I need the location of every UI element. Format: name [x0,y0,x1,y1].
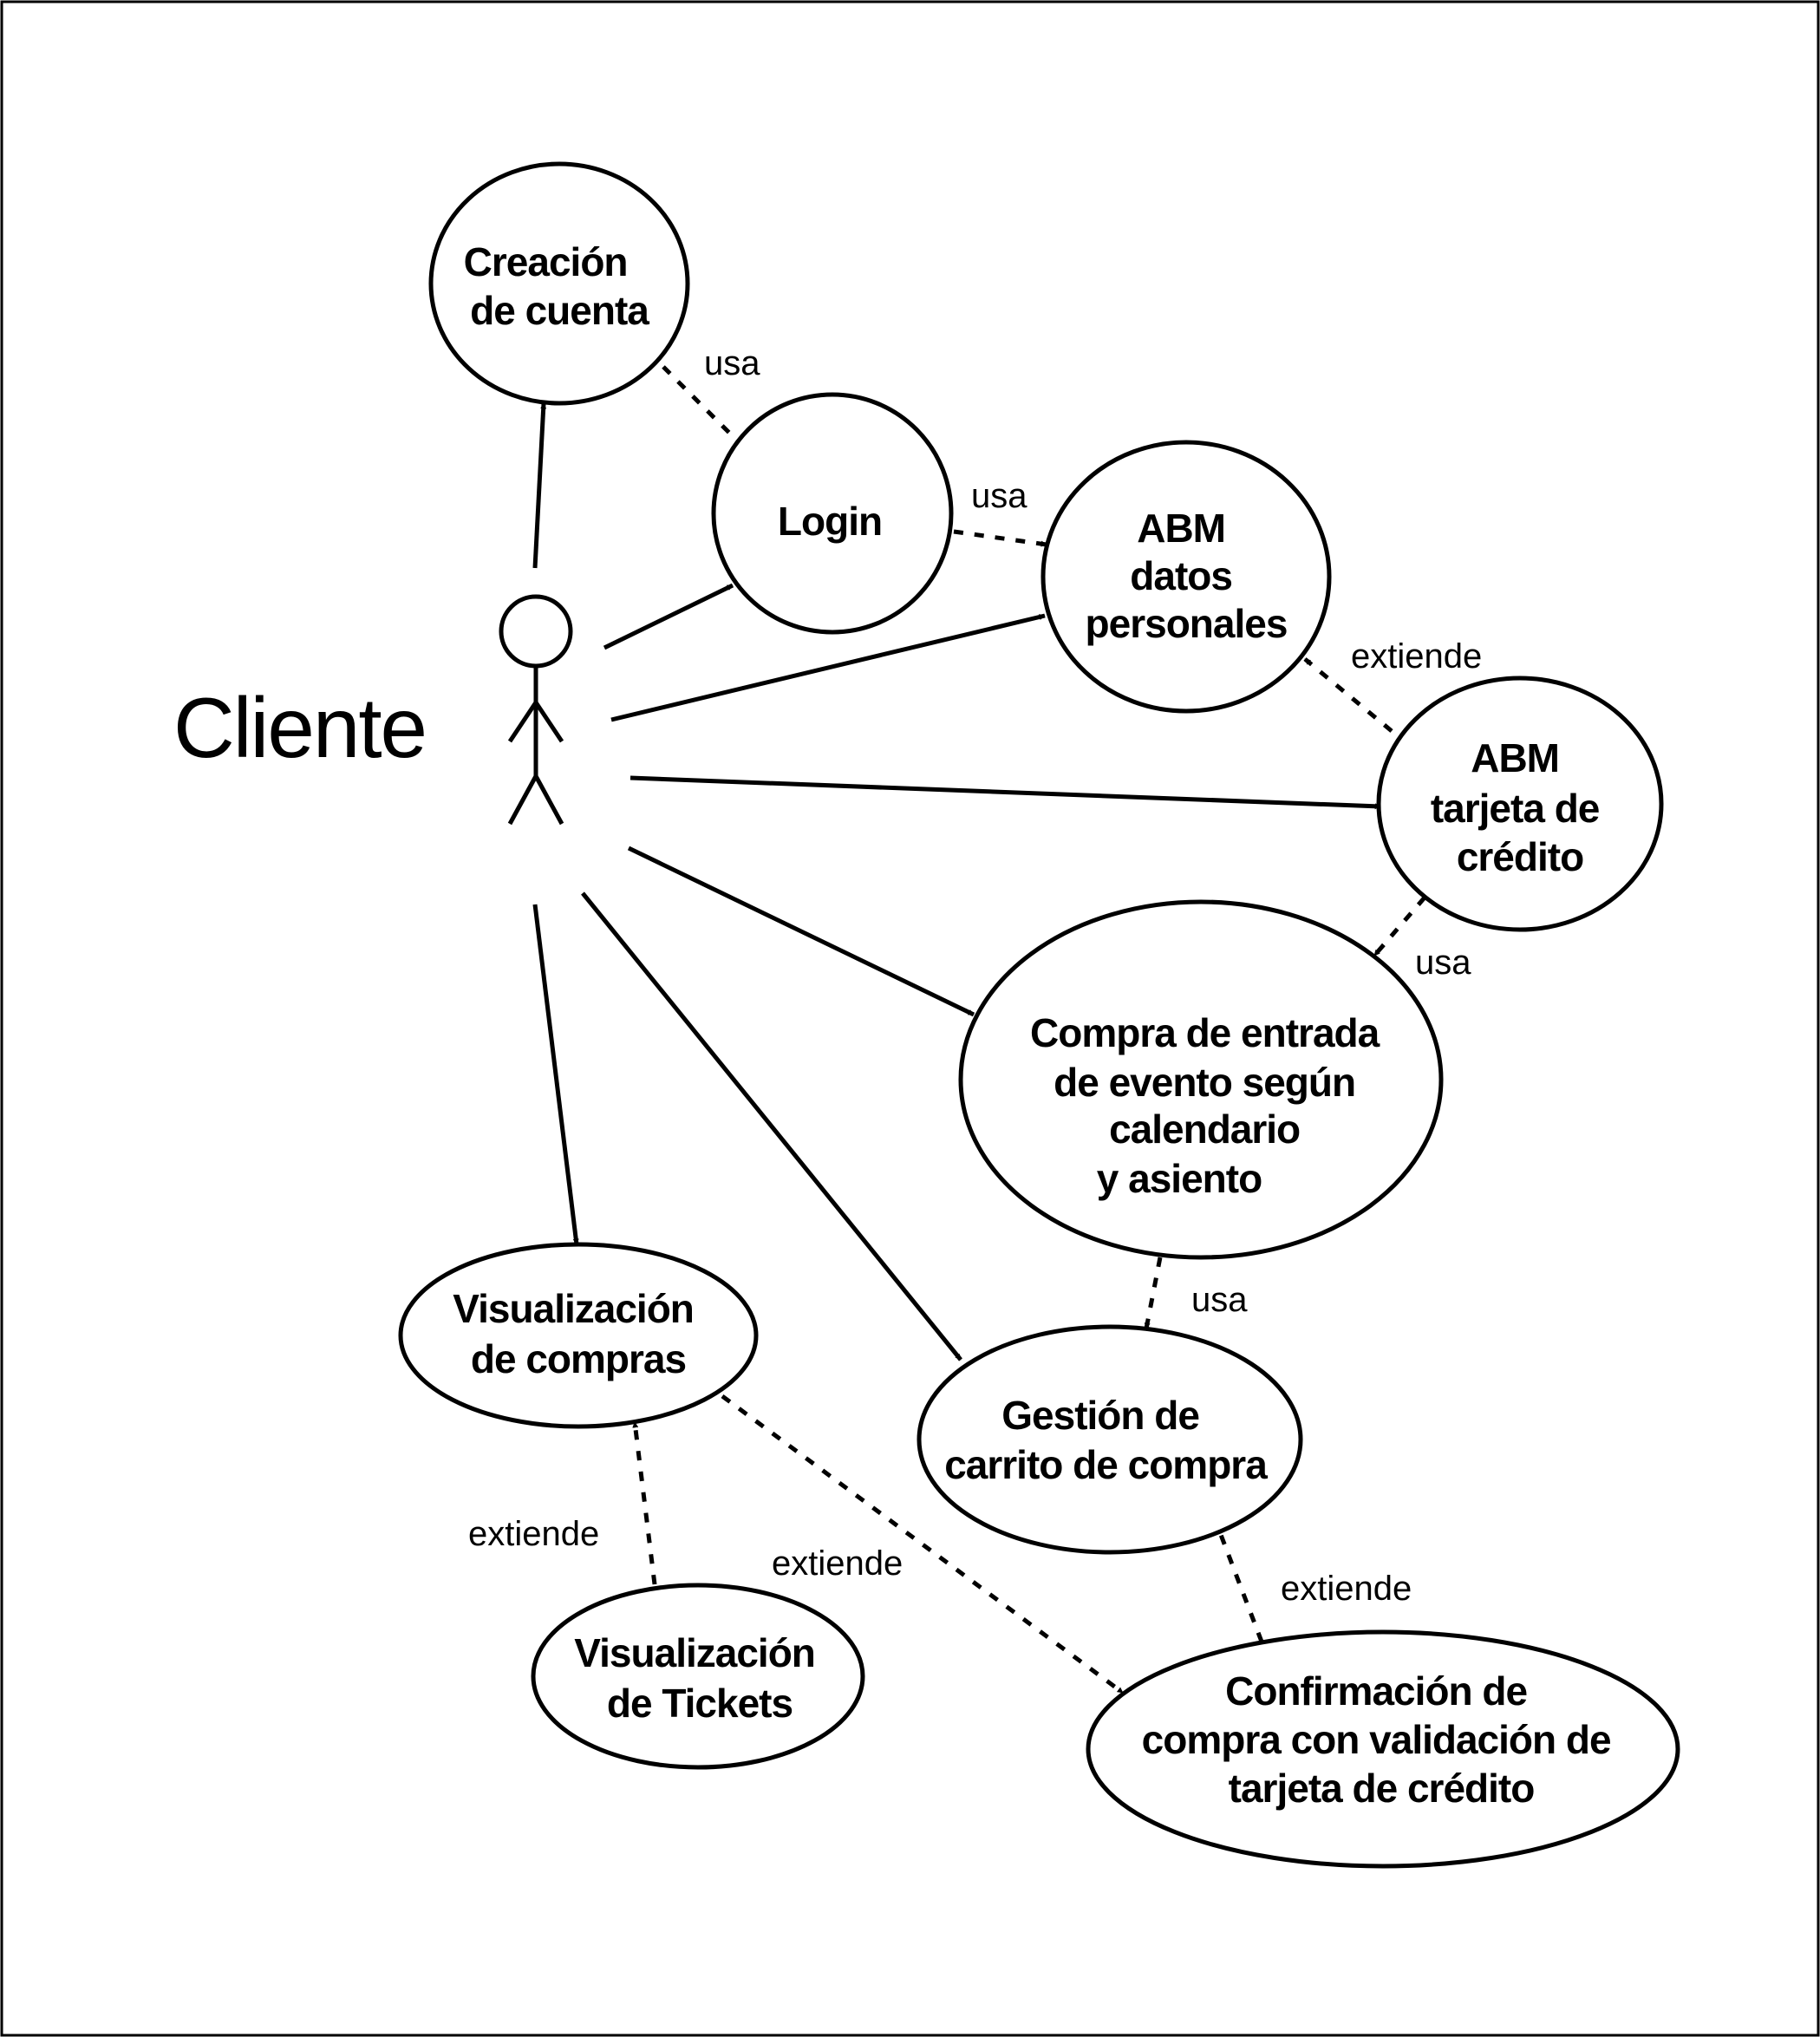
uc-label-line: de cuenta [470,288,649,333]
actor-left-leg [507,774,538,826]
relation-label-extiende: extiende [468,1515,599,1553]
svg-text:Compra de entrada de eve: Compra de entrada de evento según calend… [1030,1010,1389,1201]
uc-label-line: calendario [1109,1107,1300,1152]
svg-text:Visualización de compras: Visualización de compras [453,1286,703,1381]
relation-label-usa: usa [1415,943,1471,982]
association-compra-entrada [627,845,975,1017]
uc-label-line: tarjeta de [1431,786,1600,831]
association-creacion-cuenta [532,402,547,569]
actor-cliente: Cliente [173,594,573,826]
uc-label-line: Gestión de [1001,1393,1199,1438]
svg-text:ABM tarjeta de cré: ABM tarjeta de crédito [1431,735,1609,879]
uc-label-line: tarjeta de crédito [1229,1766,1535,1811]
uc-label-line: Creación [464,239,628,284]
uc-label-line: de Tickets [607,1681,793,1726]
svg-text:ABM datos personal: ABM datos personales [1086,506,1288,646]
uc-label-line: datos [1130,553,1232,598]
uc-label-line: Visualización [453,1286,694,1331]
uc-label-line: y asiento [1097,1156,1262,1201]
relation-label-extiende: extiende [1281,1570,1412,1608]
svg-text:Gestión de carrito de co: Gestión de carrito de compra [944,1393,1268,1487]
use-case-visualizacion-tickets: Visualización de Tickets [531,1583,865,1770]
use-case-confirmacion-compra: Confirmación de compra con validación de… [1086,1629,1680,1869]
use-case-abm-datos-personales: ABM datos personales [1040,440,1332,714]
uc-label-line: de compras [471,1336,686,1381]
uc-label-line: carrito de compra [944,1442,1268,1487]
uc-label-line: ABM [1137,506,1225,551]
svg-text:Login: Login [778,499,882,544]
uc-label-line: de evento según [1054,1060,1355,1105]
use-case-creacion-cuenta: Creación de cuenta [428,161,690,406]
uc-label-line: crédito [1457,834,1583,879]
association-abm-datos [610,613,1046,722]
actor-left-arm [507,701,538,743]
actor-head [499,594,573,669]
uc-label-line: ABM [1471,735,1559,780]
use-case-visualizacion-compras: Visualización de compras [398,1242,759,1429]
svg-text:Confirmación de compra c: Confirmación de compra con validación de… [1142,1668,1621,1811]
use-case-abm-tarjeta-credito: ABM tarjeta de crédito [1376,676,1664,932]
dependency-tarjeta-compra [1373,896,1426,957]
uc-label-line: Compra de entrada [1030,1010,1380,1055]
relation-label-usa: usa [1191,1281,1248,1319]
relation-label-usa: usa [971,477,1027,515]
dependency-tickets-visualizacion [632,1421,657,1585]
relation-label-extiende: extiende [1351,637,1482,676]
relation-label-usa: usa [704,344,760,382]
use-case-compra-entrada: Compra de entrada de evento según calend… [958,899,1444,1260]
uc-label-line: Confirmación de [1225,1668,1527,1714]
association-login [603,583,734,650]
use-case-gestion-carrito: Gestión de carrito de compra [917,1324,1303,1555]
dependency-login-abm-datos [953,529,1047,547]
association-gestion-carrito [581,891,962,1361]
relation-label-extiende: extiende [772,1544,903,1583]
svg-text:Visualización de Tickets: Visualización de Tickets [574,1630,825,1726]
uc-label-line: Login [778,499,882,544]
actor-name: Cliente [173,680,426,775]
association-visualizacion-compras [532,904,579,1245]
svg-text:Creación de cuenta: Creación de cuenta [464,239,650,333]
uc-label-line: Visualización [574,1630,815,1675]
association-abm-tarjeta [629,775,1381,810]
actor-right-arm [533,701,564,743]
uc-label-line: personales [1086,601,1288,646]
uc-label-line: compra con validación de [1142,1717,1611,1762]
use-case-login: Login [711,392,954,635]
actor-right-leg [533,774,564,826]
